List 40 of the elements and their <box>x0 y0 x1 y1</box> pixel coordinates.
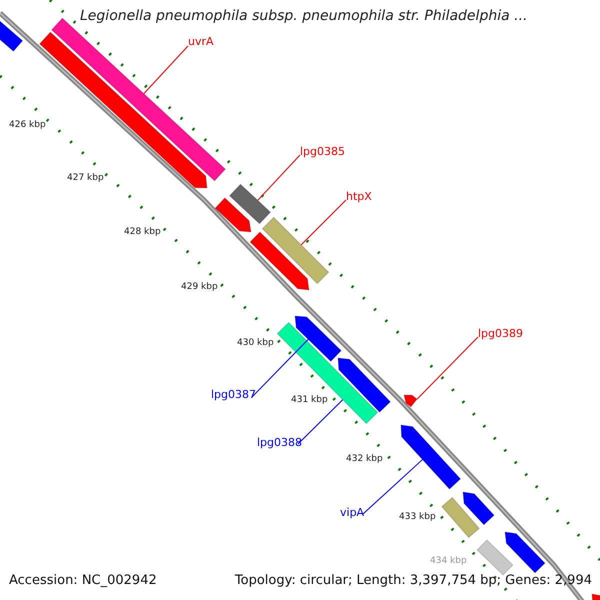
leader-line <box>416 336 478 400</box>
pointed-gene-block <box>337 357 392 413</box>
position-label: 428 kbp <box>124 228 161 238</box>
position-label: 433 kbp <box>399 513 436 523</box>
genome-summary: Topology: circular; Length: 3,397,754 bp; Genes: 2,994 <box>234 574 592 588</box>
leader-line <box>362 459 423 514</box>
position-label: 426 kbp <box>9 121 46 131</box>
pointed-gene-block <box>591 593 600 600</box>
gene-block <box>262 216 330 284</box>
leader-line <box>257 154 300 201</box>
gene-block <box>276 322 378 424</box>
position-label: 434 kbp <box>430 557 467 567</box>
pointed-gene-block <box>462 491 495 526</box>
position-label: 429 kbp <box>181 283 218 293</box>
pointed-gene-block <box>400 424 462 490</box>
gene-label: lpg0389 <box>478 328 524 340</box>
position-label: 432 kbp <box>346 455 383 465</box>
gene-label: htpX <box>346 191 372 204</box>
leader-line <box>252 338 309 398</box>
gene-block <box>441 496 480 538</box>
position-label: 427 kbp <box>67 174 104 184</box>
leader-line <box>143 46 188 94</box>
pointed-gene-block <box>504 531 546 574</box>
gene-block <box>476 539 514 576</box>
accession-text: Accession: NC_002942 <box>9 574 157 588</box>
pointed-gene-block <box>403 394 418 408</box>
position-label: 431 kbp <box>291 396 328 406</box>
position-label: 430 kbp <box>237 339 274 349</box>
leader-line <box>298 399 344 444</box>
pointed-gene-block <box>294 315 342 362</box>
gene-label: lpg0387 <box>211 389 256 402</box>
gene-label: lpg0385 <box>300 146 346 158</box>
map-title: Legionella pneumophila subsp. pneumophila str. Philadelphia ... <box>80 9 528 24</box>
gene-label: lpg0388 <box>257 437 302 450</box>
leader-line <box>300 200 346 246</box>
pointed-gene-block <box>249 231 310 291</box>
gene-label: uvrA <box>188 36 214 48</box>
gene-label: vipA <box>340 507 364 520</box>
pointed-gene-block <box>214 197 252 233</box>
gene-block <box>228 184 272 224</box>
